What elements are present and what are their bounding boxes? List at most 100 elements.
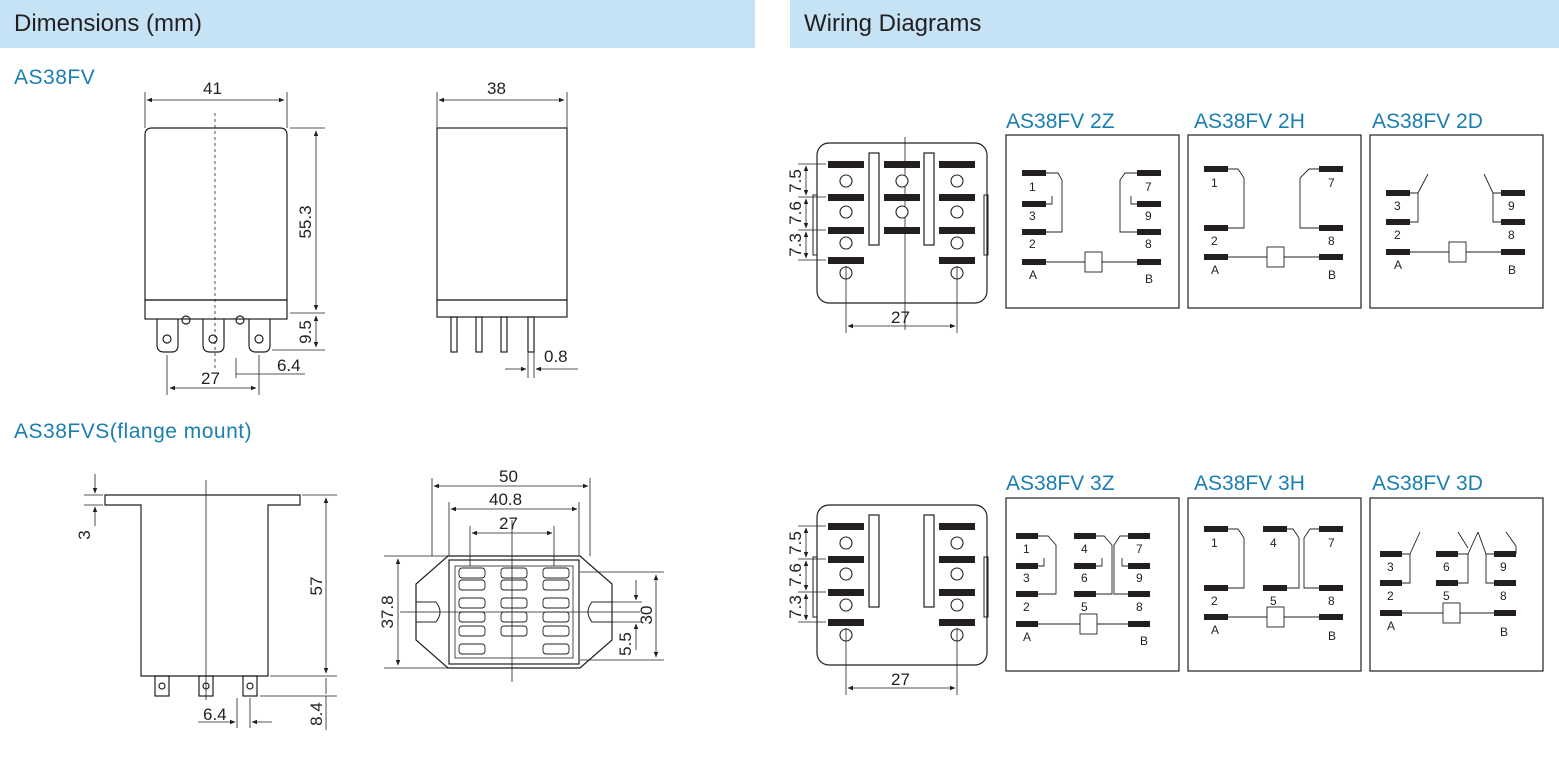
terminal-a: A bbox=[1211, 623, 1219, 637]
dim-pin-spacing: 6.4 bbox=[277, 356, 301, 375]
t1: 1 bbox=[1029, 180, 1036, 194]
wiring-title-2d: AS38FV 2D bbox=[1372, 110, 1483, 133]
terminal-a: A bbox=[1023, 630, 1031, 644]
wiring-title-2h: AS38FV 2H bbox=[1194, 110, 1305, 133]
terminal-b: B bbox=[1508, 263, 1516, 277]
dim-side-width: 38 bbox=[487, 79, 506, 98]
t8: 8 bbox=[1328, 234, 1335, 248]
pcb-layout-3pole bbox=[812, 504, 989, 666]
dim-pin-span: 27 bbox=[201, 369, 220, 388]
t4: 4 bbox=[1081, 542, 1088, 556]
model-as38fv-label: AS38FV bbox=[14, 66, 96, 89]
t7: 7 bbox=[1328, 536, 1335, 550]
t3: 3 bbox=[1387, 560, 1394, 574]
dimensions-header-bar: Dimensions (mm) bbox=[0, 0, 755, 48]
wiring-diagram-2z: 1 3 2 A 7 9 8 B bbox=[1005, 134, 1180, 309]
t4: 4 bbox=[1270, 536, 1277, 550]
terminal-a: A bbox=[1387, 619, 1395, 633]
t8: 8 bbox=[1508, 228, 1515, 242]
t9: 9 bbox=[1136, 571, 1143, 585]
t1: 1 bbox=[1023, 542, 1030, 556]
t2: 2 bbox=[1029, 237, 1036, 251]
terminal-b: B bbox=[1140, 634, 1148, 648]
t7: 7 bbox=[1136, 542, 1143, 556]
terminal-b: B bbox=[1328, 629, 1336, 643]
t7: 7 bbox=[1328, 176, 1335, 190]
t8: 8 bbox=[1136, 600, 1143, 614]
t3: 3 bbox=[1029, 209, 1036, 223]
dim-flange-slot-height: 30 bbox=[637, 606, 656, 625]
pcb-3pole-pitch-1: 7.5 bbox=[786, 531, 805, 555]
terminal-a: A bbox=[1029, 268, 1037, 282]
model-as38fvs-label: AS38FVS(flange mount) bbox=[14, 420, 253, 443]
pcb-2pole-pads bbox=[828, 161, 975, 264]
pcb-3pole-span: 27 bbox=[891, 670, 910, 689]
terminal-a: A bbox=[1211, 263, 1219, 277]
pcb-layout-2pole bbox=[812, 137, 989, 330]
pcb-2pole-dimlines bbox=[798, 163, 958, 333]
wiring-title-2z: AS38FV 2Z bbox=[1006, 110, 1115, 133]
t8: 8 bbox=[1328, 594, 1335, 608]
pcb-3pole-holes bbox=[839, 536, 964, 642]
pcb-3pole-pitch-3: 7.3 bbox=[786, 595, 805, 619]
t9: 9 bbox=[1500, 560, 1507, 574]
wiring-diagram-2d: 3 2 A 9 8 B bbox=[1369, 134, 1544, 309]
t3: 3 bbox=[1394, 199, 1401, 213]
t1: 1 bbox=[1211, 536, 1218, 550]
t5: 5 bbox=[1081, 600, 1088, 614]
t2: 2 bbox=[1394, 228, 1401, 242]
as38fv-side-view bbox=[436, 92, 578, 378]
t1: 1 bbox=[1211, 176, 1218, 190]
dim-pin-length: 9.5 bbox=[296, 320, 315, 344]
pcb-3pole-pitch-2: 7.6 bbox=[786, 563, 805, 587]
dim-flange-pin-span: 27 bbox=[499, 514, 518, 533]
dim-flange-thickness: 3 bbox=[75, 530, 94, 539]
as38fvs-side-view bbox=[84, 474, 337, 730]
wiring-header: Wiring Diagrams bbox=[804, 10, 982, 37]
terminal-b: B bbox=[1328, 268, 1336, 282]
dim-flange-height: 57 bbox=[307, 577, 326, 596]
pcb-3pole-pads bbox=[828, 523, 975, 626]
t6: 6 bbox=[1081, 571, 1088, 585]
wiring-diagram-3d: 3 2 A 6 5 9 8 B bbox=[1369, 497, 1544, 672]
terminal-b: B bbox=[1500, 625, 1508, 639]
dim-flange-inner-width: 40.8 bbox=[489, 490, 522, 509]
t9: 9 bbox=[1508, 199, 1515, 213]
dim-flange-width: 50 bbox=[499, 467, 518, 486]
terminal-b: B bbox=[1145, 272, 1153, 286]
dim-pin-thickness: 0.8 bbox=[544, 347, 568, 366]
wiring-title-3z: AS38FV 3Z bbox=[1006, 472, 1115, 495]
pcb-2pole-pitch-2: 7.6 bbox=[786, 201, 805, 225]
t8: 8 bbox=[1145, 237, 1152, 251]
t2: 2 bbox=[1023, 600, 1030, 614]
as38fv-front-view bbox=[144, 92, 325, 395]
t8: 8 bbox=[1500, 589, 1507, 603]
pcb-2pole-pitch-1: 7.5 bbox=[786, 169, 805, 193]
wiring-diagram-3h: 1 2 A 4 5 7 8 B bbox=[1187, 497, 1362, 672]
dim-front-width: 41 bbox=[203, 79, 222, 98]
t7: 7 bbox=[1145, 180, 1152, 194]
wiring-diagram-2h: 1 2 A 7 8 B bbox=[1187, 134, 1362, 309]
dim-flange-pin-spacing: 6.4 bbox=[203, 705, 227, 724]
pcb-3pole-dimlines bbox=[798, 525, 958, 695]
wiring-title-3d: AS38FV 3D bbox=[1372, 472, 1483, 495]
t5: 5 bbox=[1270, 594, 1277, 608]
as38fvs-bottom-view bbox=[384, 478, 664, 682]
terminal-a: A bbox=[1394, 258, 1402, 272]
dim-flange-slot-width: 5.5 bbox=[616, 632, 635, 656]
dim-flange-pin-length: 8.4 bbox=[307, 702, 326, 726]
wiring-header-bar: Wiring Diagrams bbox=[790, 0, 1559, 48]
t5: 5 bbox=[1443, 589, 1450, 603]
pcb-2pole-pitch-3: 7.3 bbox=[786, 233, 805, 257]
dim-body-height: 55.3 bbox=[296, 205, 315, 238]
pcb-2pole-span: 27 bbox=[891, 308, 910, 327]
t2: 2 bbox=[1211, 234, 1218, 248]
t2: 2 bbox=[1211, 594, 1218, 608]
dimensions-header: Dimensions (mm) bbox=[14, 10, 203, 37]
t2: 2 bbox=[1387, 589, 1394, 603]
t9: 9 bbox=[1145, 209, 1152, 223]
wiring-title-3h: AS38FV 3H bbox=[1194, 472, 1305, 495]
wiring-diagram-3z: 1 3 2 A 4 6 5 7 9 8 B bbox=[1005, 497, 1180, 672]
t3: 3 bbox=[1023, 571, 1030, 585]
